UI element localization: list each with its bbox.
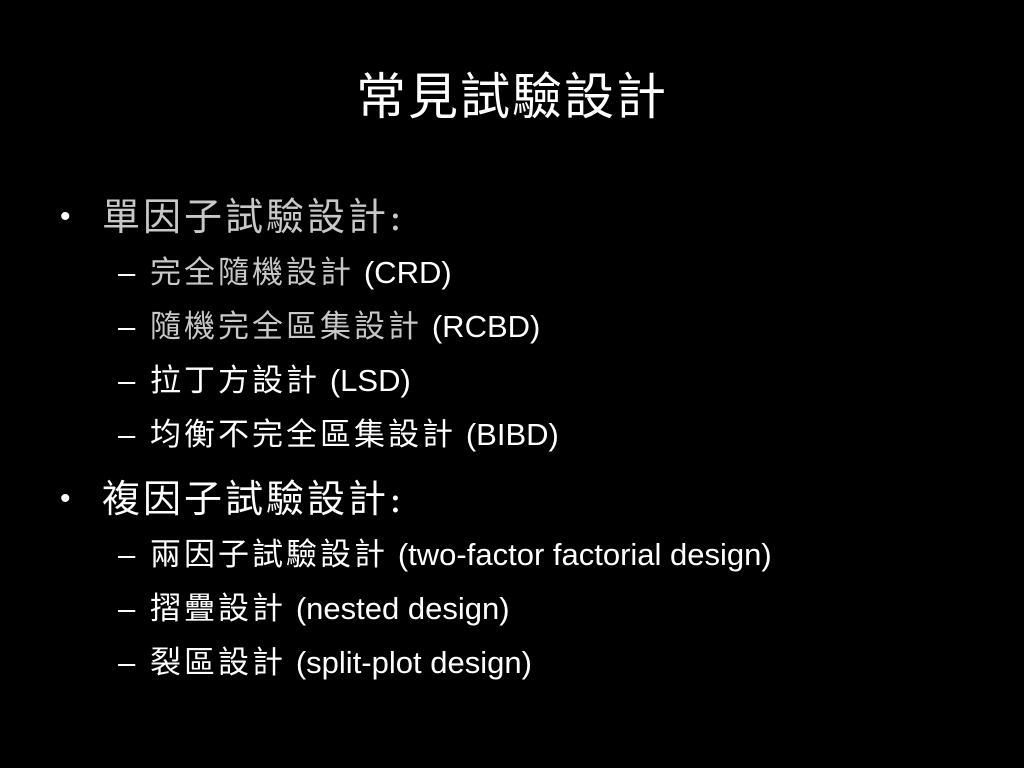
dash-icon: – xyxy=(118,645,136,680)
sub-item-zh: 完全隨機設計 xyxy=(150,255,354,291)
sub-item-zh: 隨機完全區集設計 xyxy=(150,309,422,345)
bullet-icon: • xyxy=(60,482,71,515)
sub-item-crd: – 完全隨機設計 (CRD) xyxy=(60,246,1000,300)
sub-item-two-factor: – 兩因子試驗設計 (two-factor factorial design) xyxy=(60,528,1000,582)
slide-title: 常見試驗設計 xyxy=(356,68,668,126)
sublist-multi-factor: – 兩因子試驗設計 (two-factor factorial design) … xyxy=(60,528,1000,690)
sub-item-zh: 拉丁方設計 xyxy=(150,363,320,399)
dash-icon: – xyxy=(118,417,136,452)
sublist-single-factor: – 完全隨機設計 (CRD) – 隨機完全區集設計 (RCBD) – 拉丁方設計… xyxy=(60,246,1000,462)
bullet-label: 複因子試驗設計: xyxy=(102,477,405,521)
sub-item-zh: 裂區設計 xyxy=(150,645,286,681)
sub-item-zh: 兩因子試驗設計 xyxy=(150,537,388,573)
sub-item-en: (two-factor factorial design) xyxy=(397,537,772,572)
sub-item-lsd: – 拉丁方設計 (LSD) xyxy=(60,354,1000,408)
dash-icon: – xyxy=(118,363,136,398)
bullet-single-factor: • 單因子試驗設計: xyxy=(60,188,1000,246)
bullet-label: 單因子試驗設計: xyxy=(102,195,405,239)
sub-item-en: (LSD) xyxy=(329,363,411,398)
sub-item-zh: 均衡不完全區集設計 xyxy=(150,417,456,453)
sub-item-en: (RCBD) xyxy=(431,309,541,344)
sub-item-rcbd: – 隨機完全區集設計 (RCBD) xyxy=(60,300,1000,354)
sub-item-nested: – 摺疊設計 (nested design) xyxy=(60,582,1000,636)
sub-item-en: (nested design) xyxy=(295,591,510,626)
dash-icon: – xyxy=(118,591,136,626)
sub-item-en: (split-plot design) xyxy=(295,645,532,680)
dash-icon: – xyxy=(118,537,136,572)
dash-icon: – xyxy=(118,309,136,344)
sub-item-split-plot: – 裂區設計 (split-plot design) xyxy=(60,636,1000,690)
bullet-list: • 單因子試驗設計: – 完全隨機設計 (CRD) – 隨機完全區集設計 (RC… xyxy=(60,188,1000,698)
bullet-icon: • xyxy=(60,200,71,233)
bullet-multi-factor: • 複因子試驗設計: xyxy=(60,470,1000,528)
sub-item-en: (BIBD) xyxy=(465,417,559,452)
sub-item-en: (CRD) xyxy=(363,255,452,290)
dash-icon: – xyxy=(118,255,136,290)
sub-item-bibd: – 均衡不完全區集設計 (BIBD) xyxy=(60,408,1000,462)
sub-item-zh: 摺疊設計 xyxy=(150,591,286,627)
